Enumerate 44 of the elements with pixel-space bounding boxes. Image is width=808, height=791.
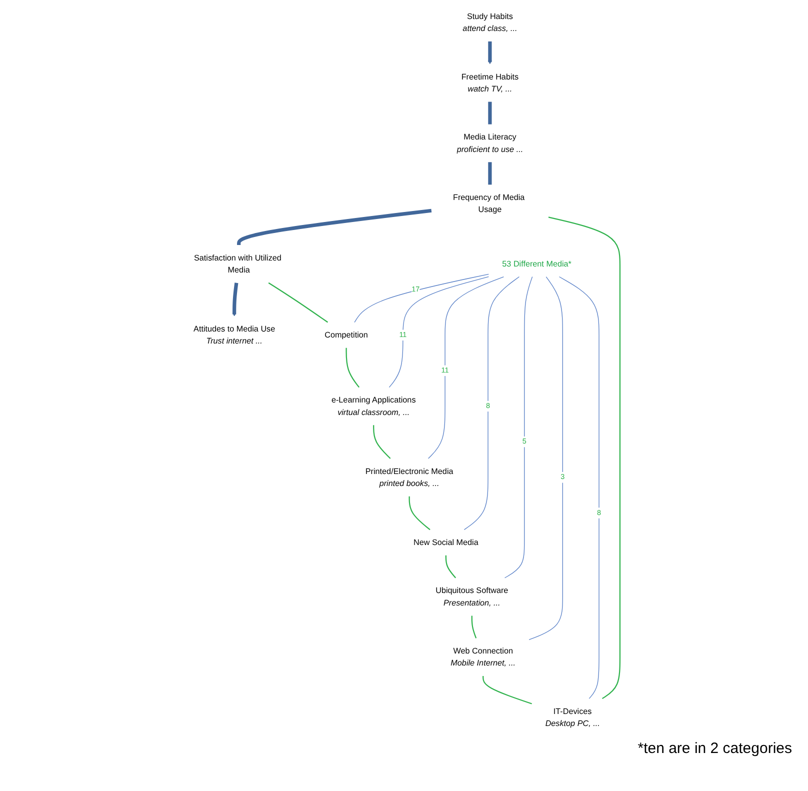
connector bbox=[346, 348, 360, 388]
connector bbox=[504, 276, 533, 578]
arrow bbox=[232, 282, 238, 316]
node-label: Desktop PC, ... bbox=[545, 718, 600, 728]
node-text: e-Learning Applications bbox=[331, 395, 416, 404]
footnote: *ten are in 2 categories bbox=[636, 740, 792, 757]
connector bbox=[408, 496, 430, 530]
node-label: virtual classroom, ... bbox=[338, 408, 410, 417]
node-text: Attitudes to Media Use bbox=[194, 324, 276, 334]
connector bbox=[354, 274, 489, 323]
node-text: Competition bbox=[324, 330, 368, 340]
node-label: proficient to use ... bbox=[456, 144, 524, 154]
node-label: Presentation, ... bbox=[443, 598, 500, 608]
connector bbox=[558, 276, 600, 699]
node-text: IT-Devices bbox=[553, 706, 592, 716]
node-text: Study Habits bbox=[466, 12, 513, 21]
connector bbox=[428, 276, 504, 459]
node-label: watch TV, ... bbox=[468, 84, 512, 94]
node-text: 53 Different Media* bbox=[502, 259, 572, 268]
connector bbox=[388, 276, 489, 388]
node-text: Freetime Habits bbox=[461, 72, 519, 82]
connector bbox=[373, 425, 391, 459]
node-label: printed books, ... bbox=[379, 478, 440, 488]
node-text: Web Connection bbox=[453, 646, 514, 656]
node-text: Printed/Electronic Media bbox=[365, 466, 454, 476]
connector bbox=[471, 616, 477, 638]
node-text: Frequency of Media Usage bbox=[452, 192, 525, 214]
node-label: attend class, ... bbox=[462, 24, 518, 33]
connector bbox=[482, 676, 532, 704]
node-label: Mobile Internet, ... bbox=[450, 658, 516, 668]
connector bbox=[268, 282, 328, 323]
connector bbox=[488, 162, 492, 185]
node-text: New Social Media bbox=[413, 538, 478, 547]
node-text: Satisfaction with Utilized Media bbox=[194, 253, 282, 274]
connector bbox=[445, 555, 456, 578]
node-label: Trust internet ... bbox=[206, 336, 262, 346]
connector bbox=[464, 276, 520, 530]
connector bbox=[488, 102, 492, 124]
node-text: Media Literacy bbox=[464, 132, 516, 142]
connector bbox=[548, 216, 621, 700]
node-text: Ubiquitous Software bbox=[436, 586, 508, 595]
connector bbox=[528, 276, 563, 640]
connector bbox=[237, 208, 432, 246]
arrow bbox=[488, 41, 492, 64]
